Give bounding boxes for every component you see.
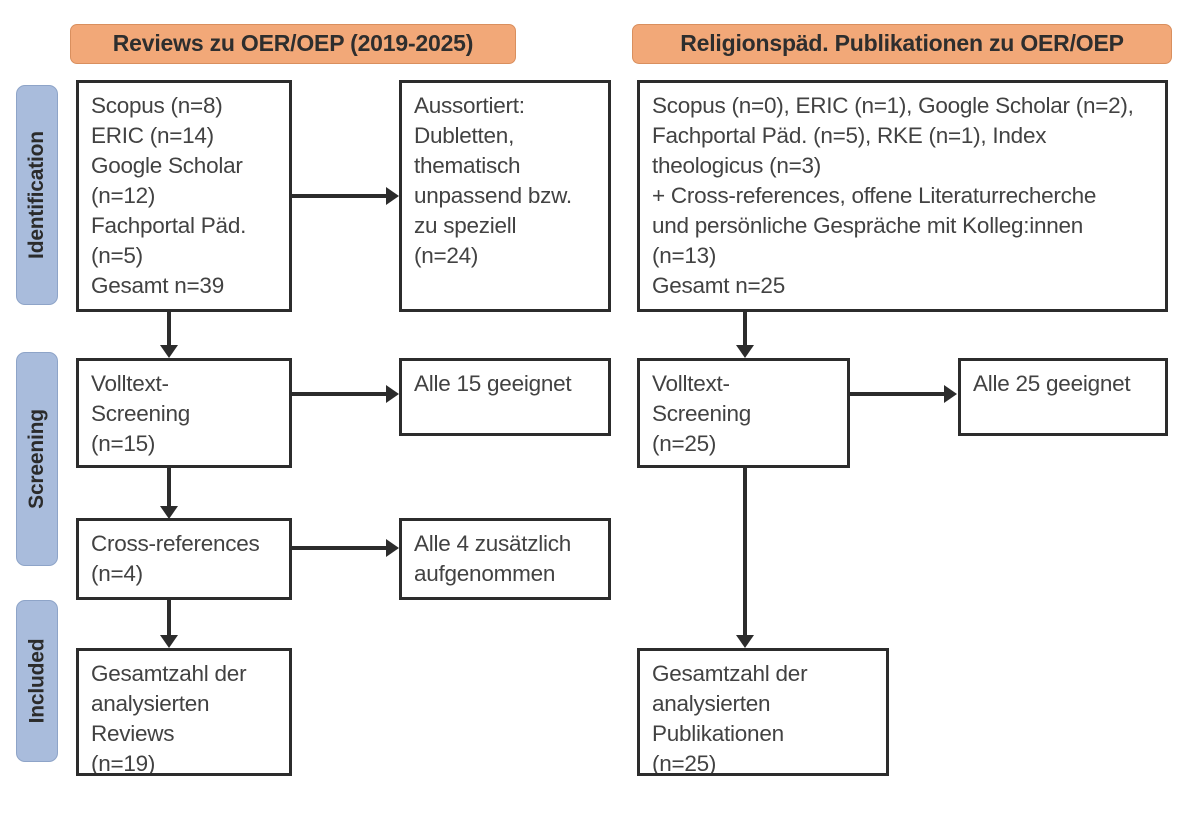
- text-line: (n=15): [91, 430, 156, 456]
- connector-right-sources-to-screening: [743, 312, 747, 345]
- text-line: Dubletten,: [414, 122, 515, 148]
- text-line: Alle 4 zusätzlich: [414, 531, 572, 556]
- text-line: Gesamt n=25: [652, 272, 785, 298]
- text-line: (n=25): [652, 750, 717, 776]
- text-line: Google Scholar: [91, 152, 243, 178]
- stage-tab-screening: Screening: [16, 352, 58, 566]
- arrowhead-right-screening-to-included: [736, 635, 754, 648]
- arrowhead-left-crossrefs-to-result: [386, 539, 399, 557]
- text-line: aufgenommen: [414, 560, 556, 586]
- text-line: Scopus (n=0), ERIC (n=1), Google Scholar…: [652, 93, 1134, 118]
- text-line: analysierten: [652, 690, 771, 716]
- stage-tab-included-label: Included: [25, 638, 48, 724]
- text-line: (n=12): [91, 182, 156, 208]
- box-right-included-total: Gesamtzahl der analysierten Publikatione…: [637, 648, 889, 776]
- text-line: Fachportal Päd. (n=5), RKE (n=1), Index: [652, 122, 1047, 148]
- arrowhead-left-screening-to-crossrefs: [160, 506, 178, 519]
- stage-tab-screening-label: Screening: [25, 409, 49, 509]
- connector-right-screening-to-result: [850, 392, 944, 396]
- box-left-excluded: Aussortiert: Dubletten, thematisch unpas…: [399, 80, 611, 312]
- text-line: Gesamtzahl der: [652, 661, 808, 686]
- connector-right-screening-to-included: [743, 468, 747, 635]
- connector-left-crossrefs-to-included: [167, 600, 171, 635]
- text-line: Alle 25 geeignet: [973, 371, 1131, 396]
- box-left-cross-references-result: Alle 4 zusätzlich aufgenommen: [399, 518, 611, 600]
- connector-left-screening-to-result: [292, 392, 386, 396]
- text-line: (n=5): [91, 242, 143, 268]
- text-line: (n=24): [414, 242, 479, 268]
- connector-left-screening-to-crossrefs: [167, 468, 171, 506]
- text-line: Scopus (n=8): [91, 93, 223, 118]
- text-line: Volltext-: [91, 371, 169, 396]
- text-line: thematisch: [414, 152, 521, 178]
- arrowhead-left-sources-to-screening: [160, 345, 178, 358]
- banner-right-title: Religionspäd. Publikationen zu OER/OEP: [632, 24, 1172, 64]
- text-line: Reviews: [91, 720, 175, 746]
- text-line: und persönliche Gespräche mit Kolleg:inn…: [652, 212, 1084, 238]
- text-line: ERIC (n=14): [91, 122, 214, 148]
- text-line: Aussortiert:: [414, 93, 525, 118]
- text-line: (n=13): [652, 242, 717, 268]
- arrowhead-right-sources-to-screening: [736, 345, 754, 358]
- text-line: Gesamt n=39: [91, 272, 224, 298]
- box-left-included-total: Gesamtzahl der analysierten Reviews (n=1…: [76, 648, 292, 776]
- arrowhead-left-screening-to-result: [386, 385, 399, 403]
- banner-left-title: Reviews zu OER/OEP (2019-2025): [70, 24, 516, 64]
- text-line: Volltext-: [652, 371, 730, 396]
- arrowhead-right-screening-to-result: [944, 385, 957, 403]
- box-left-identification-sources: Scopus (n=8) ERIC (n=14) Google Scholar …: [76, 80, 292, 312]
- connector-left-sources-to-excluded: [292, 194, 386, 198]
- box-left-cross-references: Cross-references (n=4): [76, 518, 292, 600]
- text-line: Gesamtzahl der: [91, 661, 247, 686]
- text-line: zu speziell: [414, 212, 517, 238]
- stage-tab-identification-label: Identification: [25, 131, 48, 259]
- arrowhead-left-sources-to-excluded: [386, 187, 399, 205]
- connector-left-crossrefs-to-result: [292, 546, 386, 550]
- box-left-fulltext-screening: Volltext- Screening (n=15): [76, 358, 292, 468]
- box-right-identification-sources: Scopus (n=0), ERIC (n=1), Google Scholar…: [637, 80, 1168, 312]
- stage-tab-identification: Identification: [16, 85, 58, 305]
- text-line: (n=19): [91, 750, 156, 776]
- box-right-screening-result: Alle 25 geeignet: [958, 358, 1168, 436]
- text-line: + Cross-references, offene Literaturrech…: [652, 182, 1097, 208]
- text-line: unpassend bzw.: [414, 182, 572, 208]
- stage-tab-included: Included: [16, 600, 58, 762]
- box-right-fulltext-screening: Volltext- Screening (n=25): [637, 358, 850, 468]
- text-line: Screening: [91, 400, 191, 426]
- text-line: Alle 15 geeignet: [414, 371, 572, 396]
- text-line: (n=4): [91, 560, 143, 586]
- text-line: Fachportal Päd.: [91, 212, 247, 238]
- text-line: Publikationen: [652, 720, 784, 746]
- text-line: Screening: [652, 400, 752, 426]
- connector-left-sources-to-screening: [167, 312, 171, 345]
- text-line: (n=25): [652, 430, 717, 456]
- text-line: theologicus (n=3): [652, 152, 821, 178]
- text-line: Cross-references: [91, 531, 260, 556]
- arrowhead-left-crossrefs-to-included: [160, 635, 178, 648]
- text-line: analysierten: [91, 690, 210, 716]
- box-left-screening-result: Alle 15 geeignet: [399, 358, 611, 436]
